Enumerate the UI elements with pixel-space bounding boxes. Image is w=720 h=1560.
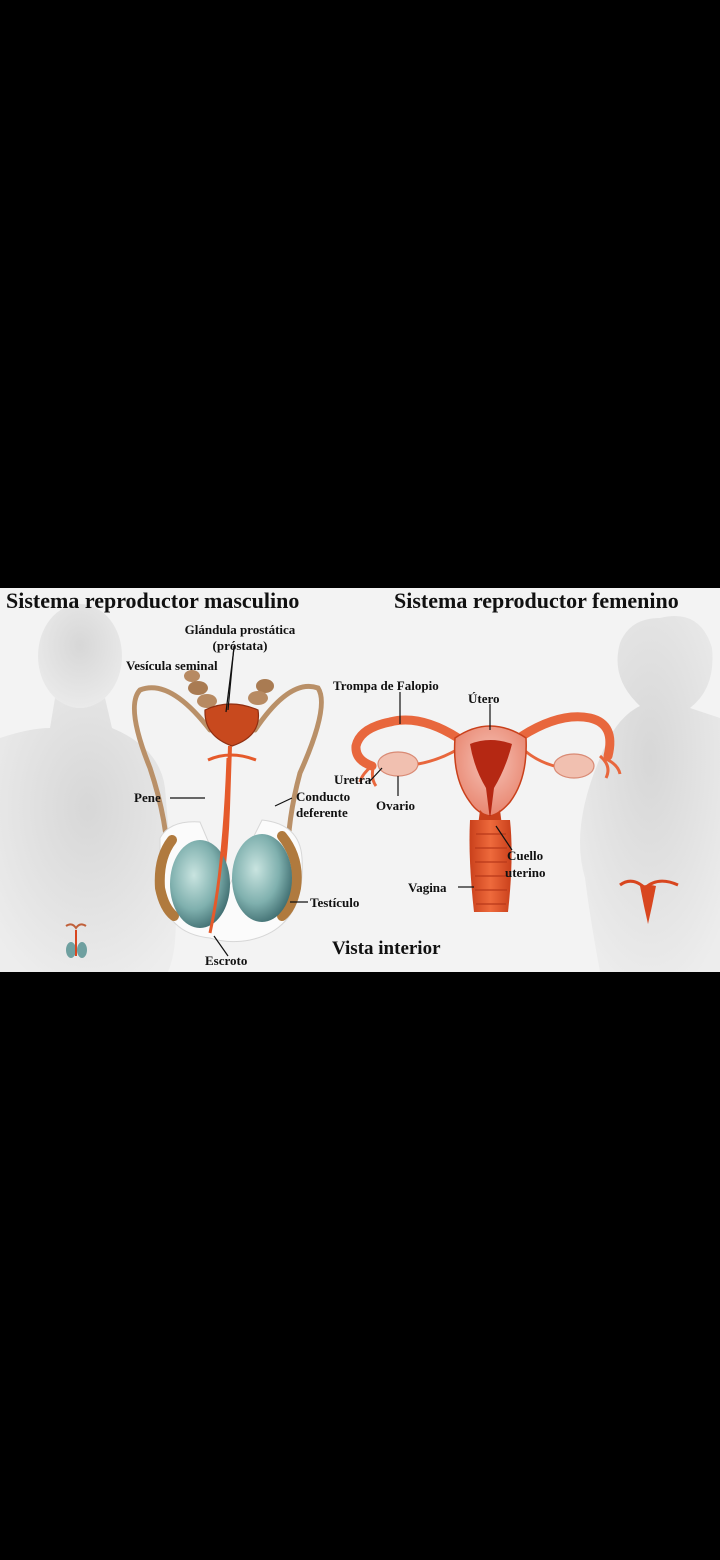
seminal-vesicles [184, 670, 274, 708]
female-system-title: Sistema reproductor femenino [394, 588, 679, 613]
label-uterus: Útero [468, 691, 500, 706]
label-cervix-line1: Cuello [507, 848, 543, 863]
label-fallopian-tube: Trompa de Falopio [333, 678, 439, 693]
label-prostate-line2: (próstata) [213, 638, 268, 653]
label-cervix-line2: uterino [505, 865, 545, 880]
label-penis: Pene [134, 790, 161, 805]
label-testicle: Testículo [310, 895, 359, 910]
female-reproductive-diagram [351, 712, 622, 912]
male-mini-organ-icon [65, 923, 87, 958]
vas-deferens-left [131, 685, 213, 881]
label-seminal-vesicle: Vesícula seminal [126, 658, 218, 673]
anatomy-figure: Sistema reproductor masculino Sistema re… [0, 588, 720, 972]
leader-lines [170, 645, 513, 957]
label-vas-deferens-line1: Conducto [296, 789, 350, 804]
label-scrotum: Escroto [205, 953, 247, 968]
vagina [469, 820, 512, 912]
male-reproductive-diagram [131, 670, 324, 943]
fallopian-tube-left [351, 715, 463, 771]
testis-right [232, 834, 292, 922]
male-system-title: Sistema reproductor masculino [6, 588, 299, 613]
fallopian-tube-right [517, 712, 615, 761]
uterine-cavity [470, 740, 512, 820]
ovary-right [553, 753, 595, 779]
label-prostate-line1: Glándula prostática [185, 622, 296, 637]
anatomy-illustration: Sistema reproductor masculino Sistema re… [0, 588, 720, 972]
female-mini-organ-icon [619, 879, 679, 924]
male-silhouette [0, 604, 176, 972]
epididymis-right [277, 831, 302, 921]
label-vas-deferens-line2: deferente [296, 805, 348, 820]
label-urethra: Uretra [334, 772, 372, 787]
caption-interior-view: Vista interior [332, 938, 441, 959]
epididymis-left [154, 835, 179, 921]
prostate [204, 703, 260, 747]
label-vagina: Vagina [408, 880, 447, 895]
label-ovary: Ovario [376, 798, 415, 813]
female-silhouette [580, 616, 720, 972]
ovary-left [377, 751, 419, 777]
